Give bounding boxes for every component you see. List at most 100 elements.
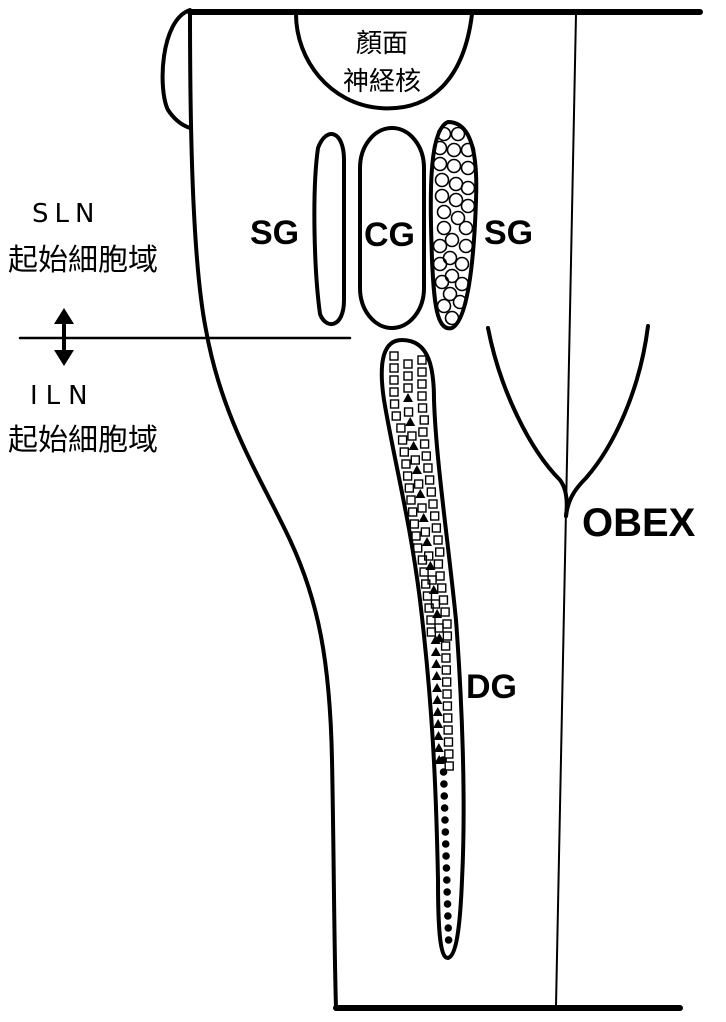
dg-cell-square <box>410 520 418 528</box>
dg-cell-square <box>441 608 449 616</box>
dg-cell-triangle <box>403 393 413 402</box>
dg-cell-dot <box>441 804 449 812</box>
dg-cell-square <box>426 476 434 484</box>
dg-cell-square <box>418 380 426 388</box>
dg-cell-square <box>415 480 423 488</box>
dg-cell-square <box>427 628 435 636</box>
dg-cell-dot <box>443 864 451 872</box>
sg-cell-circle <box>446 234 459 247</box>
dg-cell-square <box>442 642 450 650</box>
dg-cell-square <box>424 464 432 472</box>
sg-left-region <box>314 134 344 324</box>
sg-cell-circle <box>434 158 447 171</box>
sg-cell-circle <box>436 174 449 187</box>
dg-cell-square <box>442 654 450 662</box>
sg-cell-circle <box>438 300 451 313</box>
dg-cell-dot <box>440 768 448 776</box>
dg-cell-square <box>427 488 435 496</box>
sg-right-region <box>431 122 477 328</box>
dg-cell-square <box>414 544 422 552</box>
sg-cell-circle <box>436 276 449 289</box>
sg-cell-circle <box>460 222 473 235</box>
dg-cell-triangle <box>415 489 425 498</box>
dg-cell-square <box>390 388 398 396</box>
dg-cell-square <box>434 536 442 544</box>
dg-cell-square <box>390 376 398 384</box>
dg-cell-square <box>390 352 398 360</box>
dg-cell-triangle <box>432 695 442 704</box>
dg-cell-square <box>443 678 451 686</box>
dg-cell-dot <box>442 852 450 860</box>
sln-label: SLN <box>32 199 100 229</box>
sg-cell-circle <box>448 144 461 157</box>
dg-cell-triangle <box>433 719 443 728</box>
sln-sub-label: 起始細胞域 <box>8 243 158 278</box>
dg-cell-dot <box>443 876 451 884</box>
sg-cell-circle <box>436 190 449 203</box>
dg-cell-square <box>421 440 429 448</box>
dg-cell-triangle <box>434 743 444 752</box>
dg-cell-square <box>404 384 412 392</box>
dg-cell-triangle <box>433 707 443 716</box>
dg-cell-square <box>418 356 426 364</box>
facial-nucleus-label-line1: 顏面 <box>356 29 408 59</box>
dg-cell-square <box>438 584 446 592</box>
dg-cell-square <box>445 750 453 758</box>
dg-cell-triangle <box>405 417 415 426</box>
dg-cell-square <box>412 532 420 540</box>
dg-cell-square <box>407 496 415 504</box>
dg-cell-triangle <box>419 513 429 522</box>
dg-cell-square <box>442 666 450 674</box>
dg-cell-square <box>408 432 416 440</box>
sg-cell-circle <box>452 128 465 141</box>
sg-cell-circle <box>446 312 459 325</box>
dg-cell-square <box>434 560 442 568</box>
dg-cell-square <box>419 428 427 436</box>
dg-cell-square <box>402 460 410 468</box>
dg-cell-square <box>432 524 440 532</box>
sg-cell-circle <box>450 178 463 191</box>
cg-label: CG <box>364 216 415 254</box>
dg-cell-square <box>405 484 413 492</box>
dg-cell-square <box>397 424 405 432</box>
dg-cell-triangle <box>432 683 442 692</box>
obex-v-shape <box>488 328 567 516</box>
sg-cell-circle <box>462 182 475 195</box>
dg-cell-dot <box>440 792 448 800</box>
dg-cell-square <box>443 632 451 640</box>
dg-cell-square <box>445 762 453 770</box>
dg-cell-square <box>418 392 426 400</box>
dg-cell-square <box>429 500 437 508</box>
dg-cell-triangle <box>432 671 442 680</box>
iln-label: ILN <box>30 381 96 411</box>
dg-cell-square <box>439 596 447 604</box>
dg-cell-dot <box>444 900 452 908</box>
dg-cell-markers <box>390 352 453 944</box>
dg-cell-square <box>390 364 398 372</box>
dg-cell-triangle <box>431 659 441 668</box>
dg-cell-dot <box>442 840 450 848</box>
dg-cell-square <box>435 624 443 632</box>
dg-cell-square <box>444 726 452 734</box>
sg-cell-circle <box>444 252 457 265</box>
sg-cell-circle <box>462 162 475 175</box>
dg-cell-square <box>436 548 444 556</box>
dg-cell-square <box>409 508 417 516</box>
sg-cell-circle <box>434 258 447 271</box>
sg-cell-circle <box>438 222 451 235</box>
sg-cell-circle <box>450 194 463 207</box>
dg-cell-dot <box>444 912 452 920</box>
sg-right-label: SG <box>484 214 533 252</box>
facial-nucleus-label-line2: 神経核 <box>343 67 421 97</box>
sg-cell-circle <box>434 240 447 253</box>
dg-cell-dot <box>441 816 449 824</box>
dg-cell-square <box>391 400 399 408</box>
dg-cell-square <box>443 620 451 628</box>
dg-cell-triangle <box>431 647 441 656</box>
dg-cell-square <box>404 360 412 368</box>
iln-sub-label: 起始細胞域 <box>8 423 158 458</box>
dg-label: DG <box>466 668 517 706</box>
dg-cell-square <box>443 702 451 710</box>
dg-cell-square <box>419 404 427 412</box>
